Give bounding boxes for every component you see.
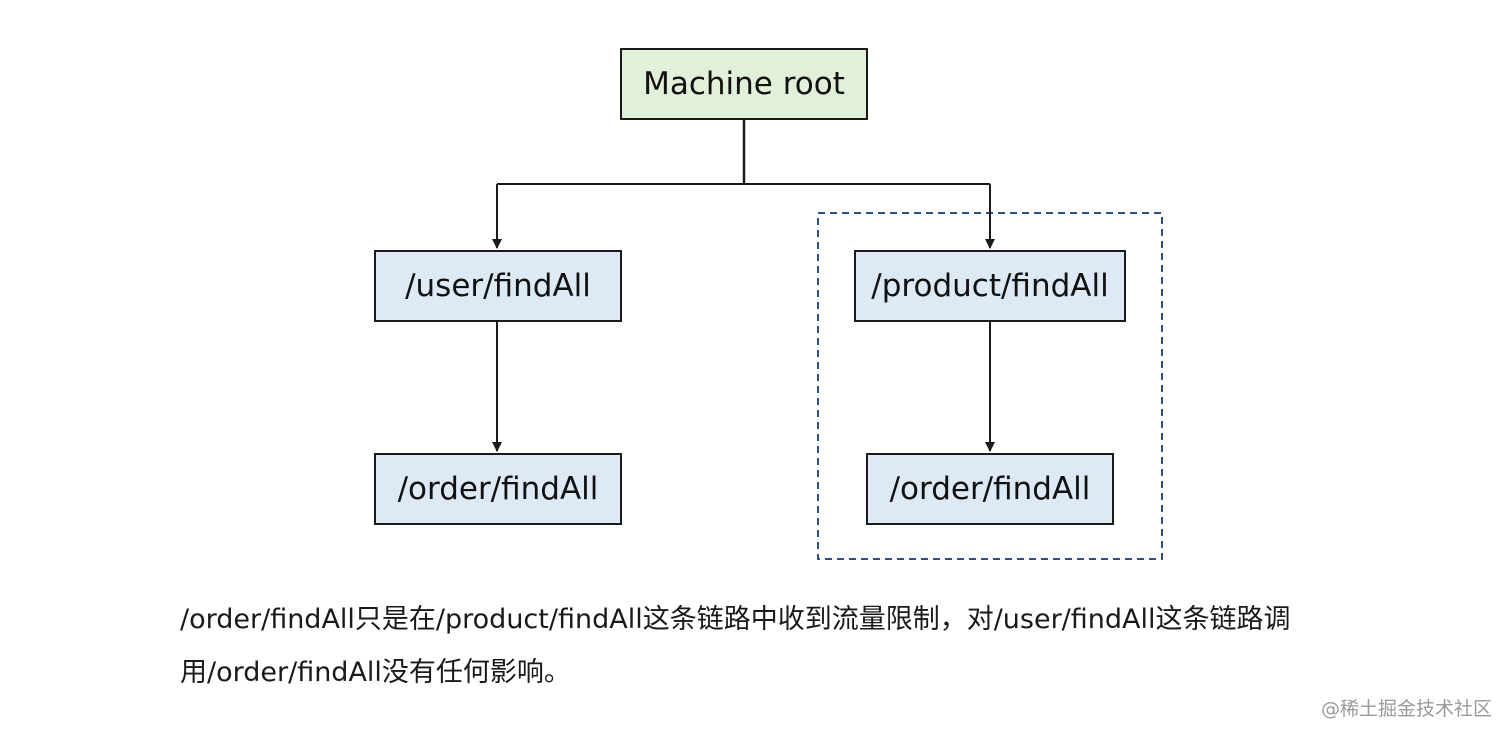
caption-line-1: /order/findAll只是在/product/findAll这条链路中收到… [180, 604, 1291, 635]
node-user-findall: /user/findAll [374, 250, 622, 322]
node-machine-root: Machine root [620, 48, 868, 120]
caption-line-2: 用/order/findAll没有任何影响。 [180, 657, 571, 688]
node-product-findall: /product/findAll [854, 250, 1126, 322]
node-order-findall-product-chain: /order/findAll [866, 453, 1114, 525]
watermark: @稀土掘金技术社区 [1320, 698, 1492, 720]
node-order-findall-user-chain: /order/findAll [374, 453, 622, 525]
